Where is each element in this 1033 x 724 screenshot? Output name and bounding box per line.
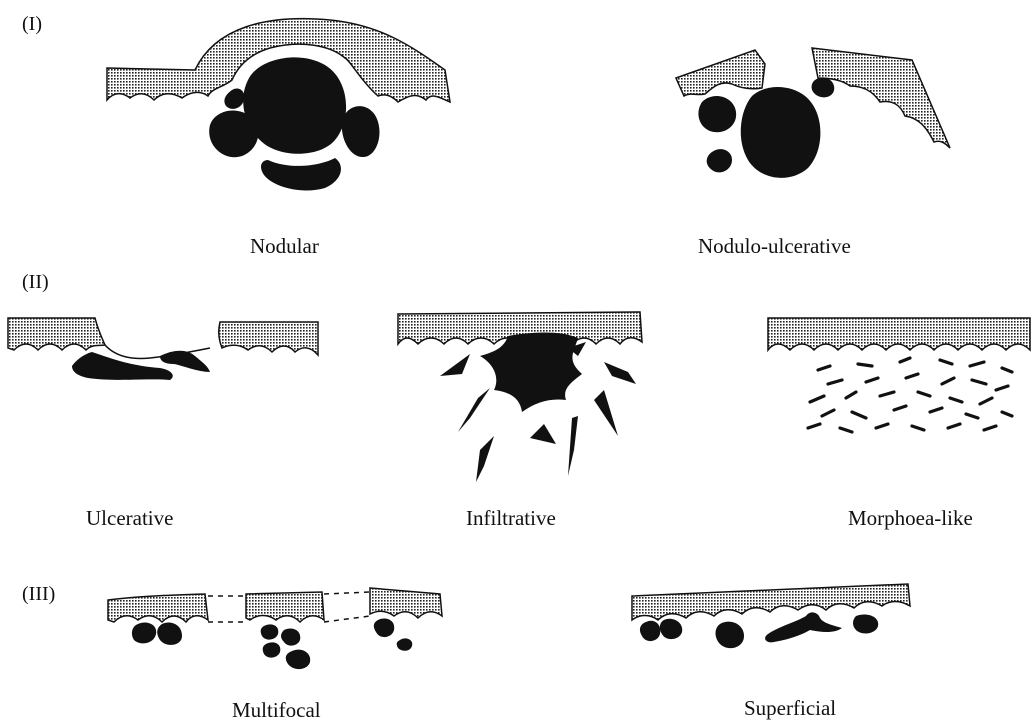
- infiltrative-strand-5: [568, 416, 578, 476]
- caption-nodular: Nodular: [250, 236, 319, 257]
- multifocal-epidermis-2: [246, 592, 324, 622]
- nodulo-ulcerative-left-epidermis: [676, 50, 765, 96]
- infiltrative-central-mass: [480, 333, 582, 413]
- superficial-illustration: [632, 584, 910, 648]
- nodulo-ulcerative-main-nodule: [741, 87, 821, 178]
- nodulo-ulcerative-left-nodule: [698, 96, 736, 132]
- morphoea-like-epidermis: [768, 318, 1030, 350]
- caption-morphoea-like: Morphoea-like: [848, 508, 973, 529]
- infiltrative-strand-1: [440, 354, 470, 376]
- infiltrative-illustration: [398, 312, 642, 482]
- ulcerative-right-epidermis: [219, 322, 318, 355]
- multifocal-nodule-4: [281, 628, 300, 645]
- multifocal-nodule-5: [263, 642, 281, 657]
- nodular-left-nodule: [209, 111, 258, 158]
- infiltrative-strand-3: [476, 436, 494, 482]
- infiltrative-strand-2: [458, 388, 490, 432]
- nodulo-ulcerative-right-epidermis: [812, 48, 950, 148]
- superficial-nodule-1: [640, 621, 660, 641]
- nodular-right-nodule: [342, 106, 380, 157]
- caption-multifocal: Multifocal: [232, 700, 321, 721]
- caption-infiltrative: Infiltrative: [466, 508, 556, 529]
- superficial-nodule-3: [716, 622, 745, 649]
- morphoea-like-illustration: [768, 318, 1030, 432]
- morphoea-like-strands: [808, 358, 1012, 432]
- multifocal-nodule-6: [286, 650, 310, 669]
- nodular-central-nodule: [243, 57, 346, 153]
- multifocal-nodule-3: [261, 624, 279, 639]
- nodulo-ulcerative-right-nodule: [812, 78, 835, 98]
- nodulo-ulcerative-illustration: [676, 48, 950, 178]
- group-marker-i: (I): [22, 14, 42, 34]
- superficial-lesion-4: [765, 612, 842, 642]
- nodulo-ulcerative-small-nodule: [707, 149, 732, 172]
- superficial-nodule-5: [853, 614, 878, 633]
- ulcerative-left-epidermis: [8, 318, 105, 350]
- group-marker-iii: (III): [22, 584, 55, 604]
- superficial-epidermis: [632, 584, 910, 620]
- multifocal-nodule-1: [132, 622, 156, 643]
- multifocal-nodule-2: [157, 623, 182, 645]
- infiltrative-strand-6: [594, 390, 618, 436]
- ulcerative-right-tumour: [160, 351, 210, 372]
- multifocal-epidermis-3: [370, 588, 442, 618]
- caption-nodulo-ulcerative: Nodulo-ulcerative: [698, 236, 851, 257]
- multifocal-epidermis-1: [108, 594, 208, 622]
- ulcerative-illustration: [8, 318, 318, 380]
- superficial-nodule-2: [660, 619, 682, 639]
- group-marker-ii: (II): [22, 272, 49, 292]
- multifocal-nodule-7: [374, 618, 394, 637]
- caption-superficial: Superficial: [744, 698, 836, 719]
- infiltrative-strand-7: [604, 362, 636, 384]
- infiltrative-strand-4: [530, 424, 556, 444]
- multifocal-illustration: [108, 588, 442, 669]
- nodular-bottom-nodule: [261, 158, 341, 190]
- nodular-upper-left-nodule: [224, 88, 244, 108]
- multifocal-nodule-8: [397, 638, 413, 650]
- caption-ulcerative: Ulcerative: [86, 508, 173, 529]
- nodular-illustration: [107, 19, 450, 191]
